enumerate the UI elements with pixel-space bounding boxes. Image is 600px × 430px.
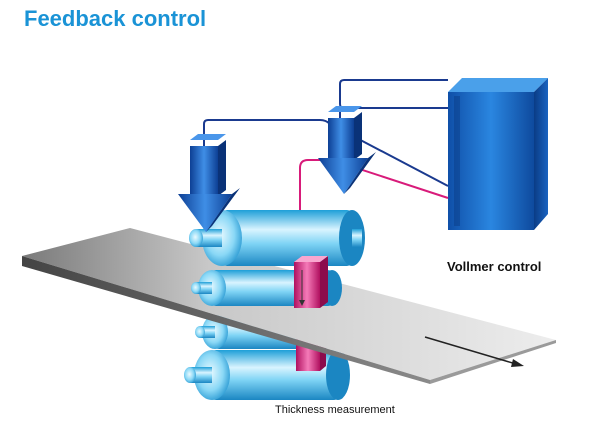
- control-cabinet-icon: [448, 78, 548, 230]
- strip-direction-arrow-icon: [424, 336, 524, 367]
- page-title: Feedback control: [24, 6, 207, 31]
- actuator-right: [318, 106, 376, 194]
- thickness-gauge-icon: [294, 256, 328, 308]
- signal-line-magenta: [299, 159, 449, 262]
- signal-line-blue: [203, 79, 449, 187]
- control-unit-label: Vollmer control: [447, 259, 542, 274]
- hydraulic-actuator-icon: [178, 106, 376, 232]
- roll-stand-upper: [189, 210, 365, 306]
- actuator-left: [178, 134, 240, 232]
- thickness-measurement-label: Thickness measurement: [275, 404, 395, 416]
